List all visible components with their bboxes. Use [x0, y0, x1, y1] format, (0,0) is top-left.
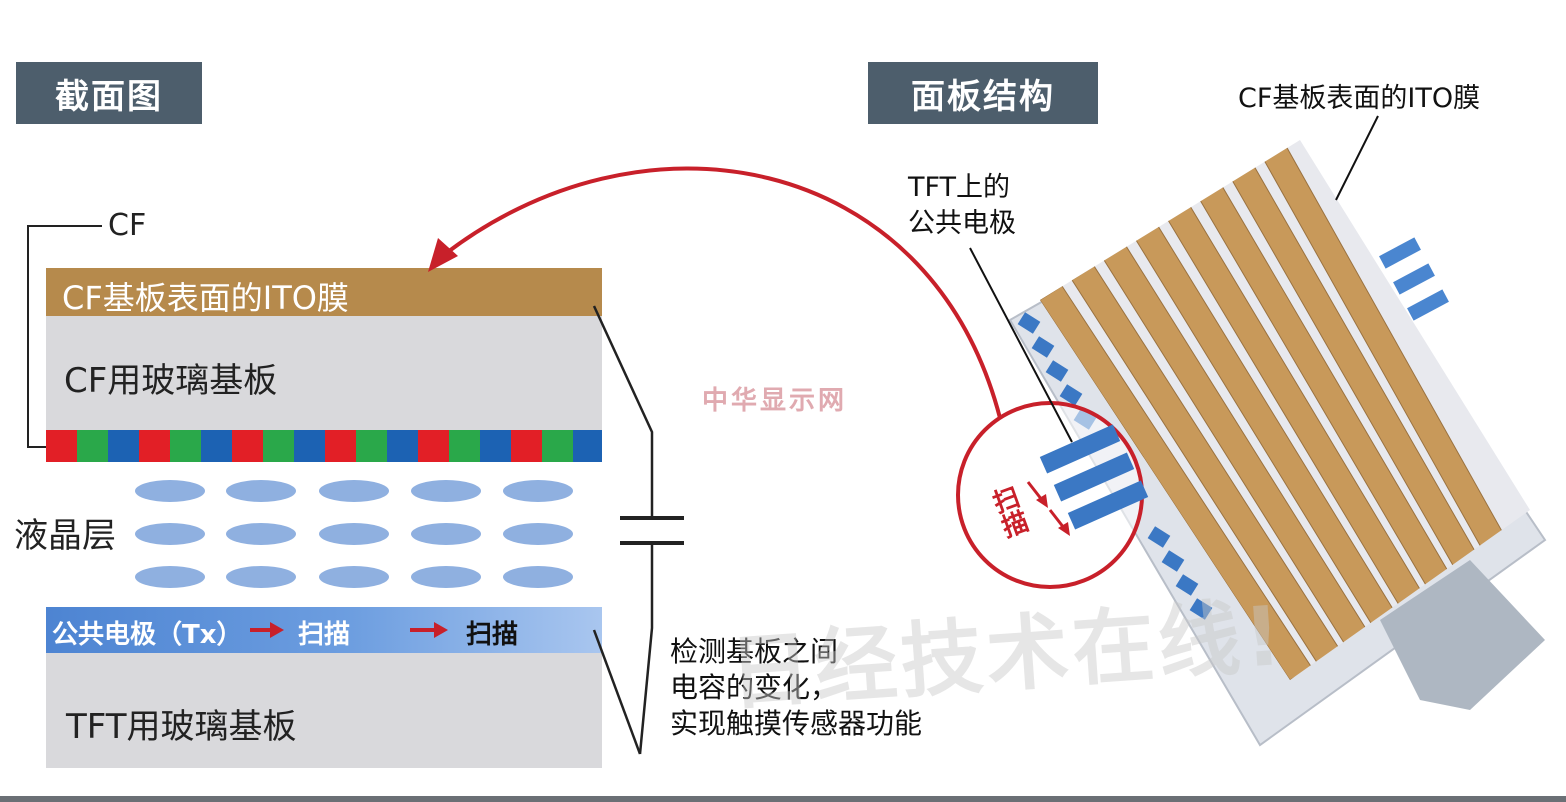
- cross-section-title-tag: 截面图: [16, 62, 202, 124]
- magnified-electrodes: [1039, 424, 1149, 530]
- common-electrode-label: 公共电极（Tx）: [52, 620, 243, 650]
- color-filter-strip: [46, 430, 602, 462]
- scan-arrow-1-icon: [250, 622, 284, 638]
- liquid-crystal-molecules: [135, 480, 573, 588]
- ito-leader-line: [1335, 115, 1379, 201]
- tft-common-electrode-label: TFT上的 公共电极: [908, 170, 1016, 242]
- site-watermark: 中华显示网: [702, 386, 848, 416]
- scan-arrows: [250, 622, 448, 638]
- tft-label-line-2: 公共电极: [908, 208, 1016, 239]
- arrow-head-icon: [428, 238, 458, 272]
- cross-section-title: 截面图: [55, 76, 163, 117]
- tx-electrode-tabs: [1017, 312, 1213, 620]
- cf-glass-layer: CF用玻璃基板: [46, 316, 602, 430]
- ito-film-label: CF基板表面的ITO膜: [62, 279, 349, 317]
- cf-label: CF: [108, 208, 147, 243]
- tft-label-line-1: TFT上的: [908, 172, 1011, 203]
- ito-film-layer: CF基板表面的ITO膜: [46, 268, 602, 317]
- tft-leader-line: [969, 247, 1073, 443]
- scan-2-label: 扫描: [466, 620, 519, 650]
- bottom-border: [0, 796, 1566, 802]
- common-electrode-layer: 公共电极（Tx） 扫描 扫描: [46, 607, 602, 653]
- tft-glass-layer: TFT用玻璃基板: [46, 653, 602, 768]
- capacitor-symbol: [592, 305, 684, 755]
- tft-glass-label: TFT用玻璃基板: [66, 707, 297, 747]
- cf-glass-label: CF用玻璃基板: [64, 361, 278, 401]
- note-line-3: 实现触摸传感器功能: [670, 707, 923, 740]
- note-line-1: 检测基板之间: [670, 635, 839, 668]
- panel-structure-title-tag: 面板结构: [868, 62, 1098, 124]
- magnifier-scan-arrow-icon: [1026, 481, 1070, 536]
- capacitance-note: 检测基板之间 电容的变化， 实现触摸传感器功能: [670, 634, 922, 742]
- right-ito-label: CF基板表面的ITO膜: [1238, 83, 1481, 114]
- scan-arrow-2-icon: [410, 622, 448, 638]
- liquid-crystal-label: 液晶层: [14, 516, 116, 556]
- ito-stripes: [1040, 145, 1509, 680]
- panel-structure-title: 面板结构: [911, 76, 1055, 117]
- cf-bracket: [27, 225, 102, 448]
- rx-electrode-tabs: [1379, 237, 1449, 321]
- panel-connector: [1380, 560, 1545, 710]
- note-line-2: 电容的变化，: [670, 671, 839, 704]
- scan-1-label: 扫描: [298, 620, 351, 650]
